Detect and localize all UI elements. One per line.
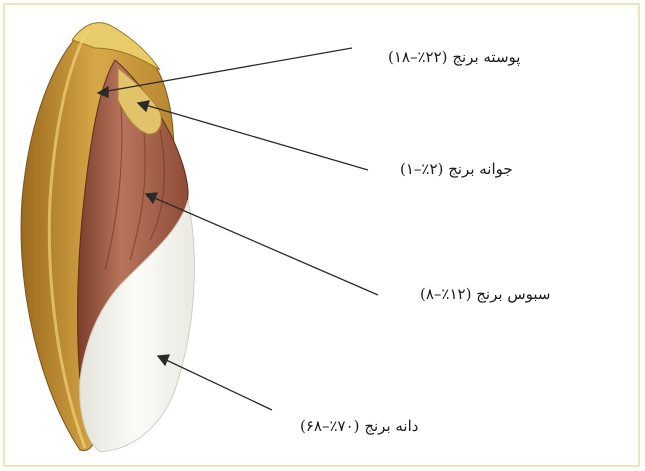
label-bran-range: (۱۲٪–۸) [420, 285, 471, 303]
arrow-kernel [162, 358, 272, 410]
label-kernel: دانه برنج (۷۰٪–۶۸) [300, 417, 418, 435]
label-hull: پوسته برنج (۲۲٪–۱۸) [388, 48, 520, 66]
label-bran-name: سبوس برنج [476, 285, 550, 303]
label-germ: جوانه برنج (۲٪–۱) [400, 160, 513, 178]
label-hull-range: (۲۲٪–۱۸) [388, 48, 448, 66]
label-kernel-name: دانه برنج [364, 417, 418, 435]
label-germ-range: (۲٪–۱) [400, 160, 443, 178]
label-bran: سبوس برنج (۱۲٪–۸) [420, 285, 550, 303]
label-kernel-range: (۷۰٪–۶۸) [300, 417, 360, 435]
label-hull-name: پوسته برنج [452, 48, 520, 66]
label-germ-name: جوانه برنج [448, 160, 512, 178]
